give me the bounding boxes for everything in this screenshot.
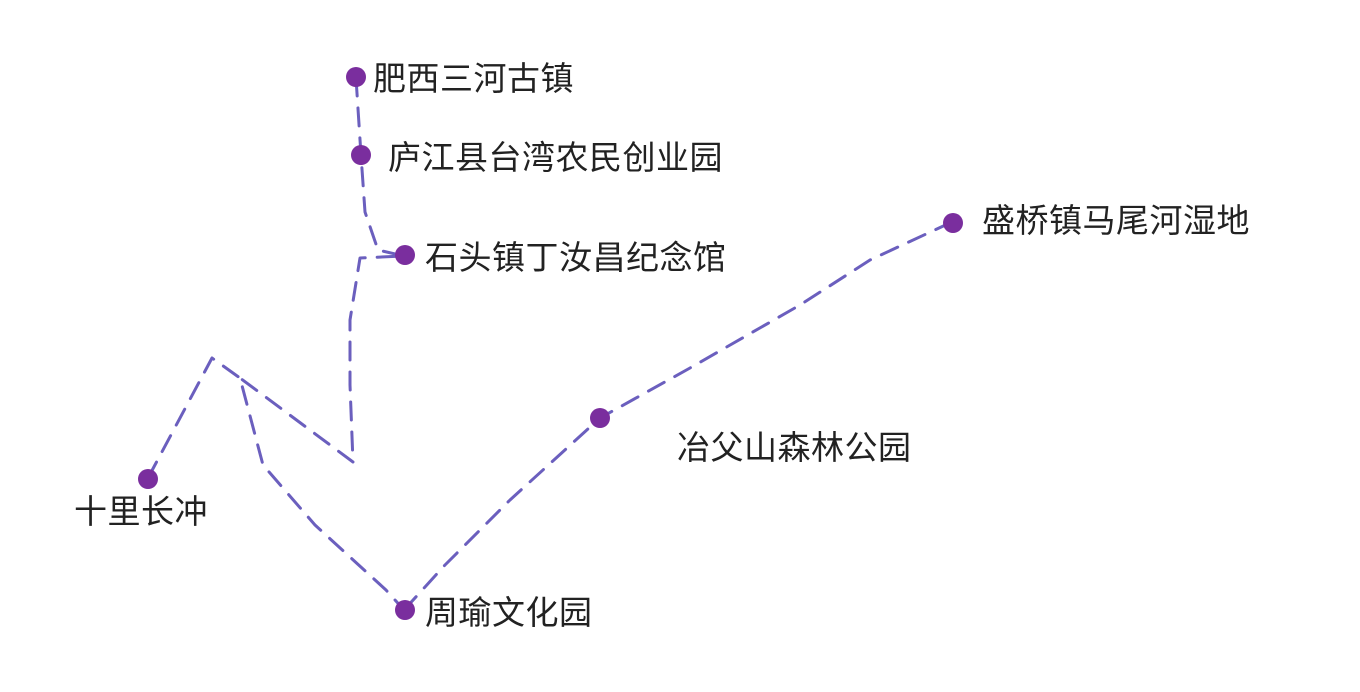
stop-label-shili: 十里长冲 bbox=[74, 492, 208, 531]
route-path-east bbox=[402, 220, 954, 612]
stop-marker-shitou[interactable] bbox=[395, 245, 415, 265]
route-path-branch-west bbox=[146, 356, 242, 480]
stop-marker-shengqiao[interactable] bbox=[943, 213, 963, 233]
stop-label-shitou: 石头镇丁汝昌纪念馆 bbox=[425, 238, 727, 277]
stop-marker-yefu[interactable] bbox=[590, 408, 610, 428]
stop-label-shengqiao: 盛桥镇马尾河湿地 bbox=[982, 201, 1250, 240]
stop-marker-feixi[interactable] bbox=[346, 67, 366, 87]
stop-label-feixi: 肥西三河古镇 bbox=[373, 59, 574, 98]
stop-marker-lujiang[interactable] bbox=[351, 145, 371, 165]
route-path bbox=[238, 76, 406, 612]
stop-label-yefu: 冶父山森林公园 bbox=[677, 428, 912, 467]
stop-label-zhouyu: 周瑜文化园 bbox=[425, 593, 593, 632]
stop-label-lujiang: 庐江县台湾农民创业园 bbox=[388, 138, 723, 177]
stop-marker-zhouyu[interactable] bbox=[395, 600, 415, 620]
stop-marker-shili[interactable] bbox=[138, 469, 158, 489]
